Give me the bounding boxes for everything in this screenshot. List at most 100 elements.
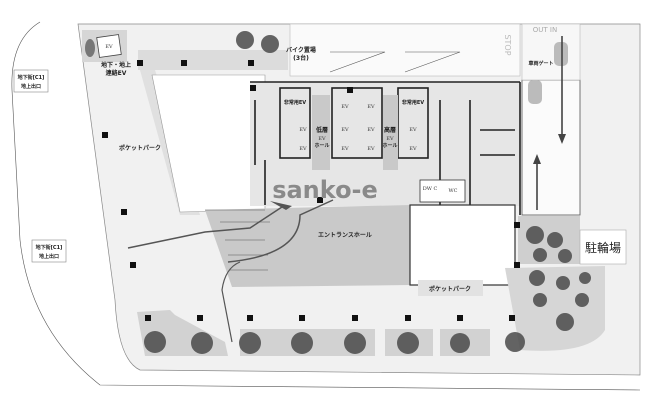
tree-icon (533, 293, 547, 307)
high-ev-hall-label: ホール (382, 142, 397, 149)
car-icon (554, 42, 568, 66)
dwc-label: DW C (423, 186, 438, 192)
column-icon (457, 315, 463, 321)
low-ev-hall-label: ホール (314, 142, 329, 149)
tree-icon (450, 333, 470, 353)
planter-right-lower (505, 266, 605, 351)
column-icon (130, 262, 136, 268)
arrow-head (270, 201, 292, 210)
column-icon (509, 315, 515, 321)
sidewalk-outline (11, 21, 641, 391)
ev-shaft-center (331, 87, 383, 159)
tree-icon (344, 332, 366, 354)
low-ev-hall-label: 低層 (315, 126, 328, 134)
tree-icon (191, 332, 213, 354)
column-icon (299, 315, 305, 321)
exit-label: 地下街[C1] (36, 244, 63, 251)
tree-icon (556, 276, 570, 290)
tree-icon (556, 313, 574, 331)
car-icon (528, 80, 542, 104)
exit-sign-bottom (31, 239, 67, 263)
tree-icon (291, 332, 313, 354)
vehicle-entrance (521, 23, 581, 81)
tree-icon (558, 249, 572, 263)
columns (102, 60, 520, 321)
top-terrace (138, 50, 288, 70)
tree-icon (261, 35, 279, 53)
watermark: sanko-e (272, 176, 378, 204)
column-icon (247, 315, 253, 321)
column-icon (248, 60, 254, 66)
tree-icon (579, 272, 591, 284)
column-icon (352, 315, 358, 321)
high-ev-hall-label: 高層 (384, 126, 396, 134)
column-icon (250, 85, 256, 91)
ev-label: EV (341, 146, 349, 152)
exit-label: 地下街[C1] (18, 74, 45, 81)
tree-icon (239, 332, 261, 354)
column-icon (514, 262, 520, 268)
entrance-hall-label: エントランスホール (318, 232, 372, 239)
tree-icon (144, 331, 166, 353)
column-icon (317, 197, 323, 203)
low-ev-hall-floor (312, 95, 330, 170)
shrub (85, 39, 95, 57)
pocket-park-label: ポケットパーク (119, 144, 161, 152)
link-ev-label: 連絡EV (106, 69, 127, 77)
arrow-down-head (558, 134, 566, 144)
tree-icon (397, 332, 419, 354)
restroom-block (419, 179, 466, 203)
tree-icon (529, 270, 545, 286)
column-icon (197, 315, 203, 321)
ev-label: EV (409, 127, 417, 133)
ev-label: EV (409, 146, 417, 152)
ev-label: EV (341, 104, 349, 110)
pocket-park-bottom-area (418, 280, 483, 296)
bike-parking-label: (3台) (293, 54, 309, 62)
tree-icon (236, 31, 254, 49)
column-icon (137, 60, 143, 66)
building-block-right (409, 204, 516, 286)
tree-icon (505, 332, 525, 352)
stairs (205, 209, 270, 271)
low-ev-hall-label: EV (318, 136, 326, 142)
flow-line (221, 261, 241, 343)
high-ev-hall-label: EV (386, 136, 394, 142)
ev-label: EV (367, 127, 375, 133)
parking-markings (329, 51, 461, 73)
tree-icon (547, 232, 563, 248)
flow-arrow (227, 199, 334, 263)
exit-label: 地上出口 (21, 83, 41, 90)
link-ev-box (96, 34, 122, 58)
column-icon (102, 132, 108, 138)
bike-parking-label: バイク置場 (286, 46, 316, 54)
high-ev-hall-floor (383, 95, 398, 170)
ev-label: EV (341, 127, 349, 133)
emergency-ev-label: 非常用EV (284, 99, 306, 106)
core-walls (250, 81, 521, 215)
bicycle-parking-label: 駐輪場 (585, 240, 621, 255)
parking-area (289, 23, 521, 77)
ev-label: EV (367, 104, 375, 110)
exit-sign-top (13, 69, 49, 93)
column-icon (347, 87, 353, 93)
wc-label: WC (449, 188, 458, 194)
pocket-park-bottom-label: ポケットパーク (429, 285, 471, 293)
column-icon (405, 315, 411, 321)
bicycle-parking-area (579, 229, 627, 265)
emergency-ev-label: 非常用EV (402, 99, 424, 106)
column-icon (121, 209, 127, 215)
tree-icon (575, 293, 589, 307)
flow-arrow (127, 204, 286, 249)
column-icon (145, 315, 151, 321)
exit-label: 地上出口 (39, 253, 59, 260)
ev-label: EV (299, 127, 307, 133)
ev-label: EV (299, 146, 307, 152)
entrance-hall-floor (205, 205, 410, 287)
ev-shaft-left (279, 87, 311, 159)
out-in-marking: OUT IN (533, 26, 557, 34)
vehicle-gate-label: 車両ゲート (528, 60, 553, 67)
ev-label: EV (105, 44, 113, 50)
tree-icon (526, 226, 544, 244)
arrow-up-head (533, 154, 541, 164)
